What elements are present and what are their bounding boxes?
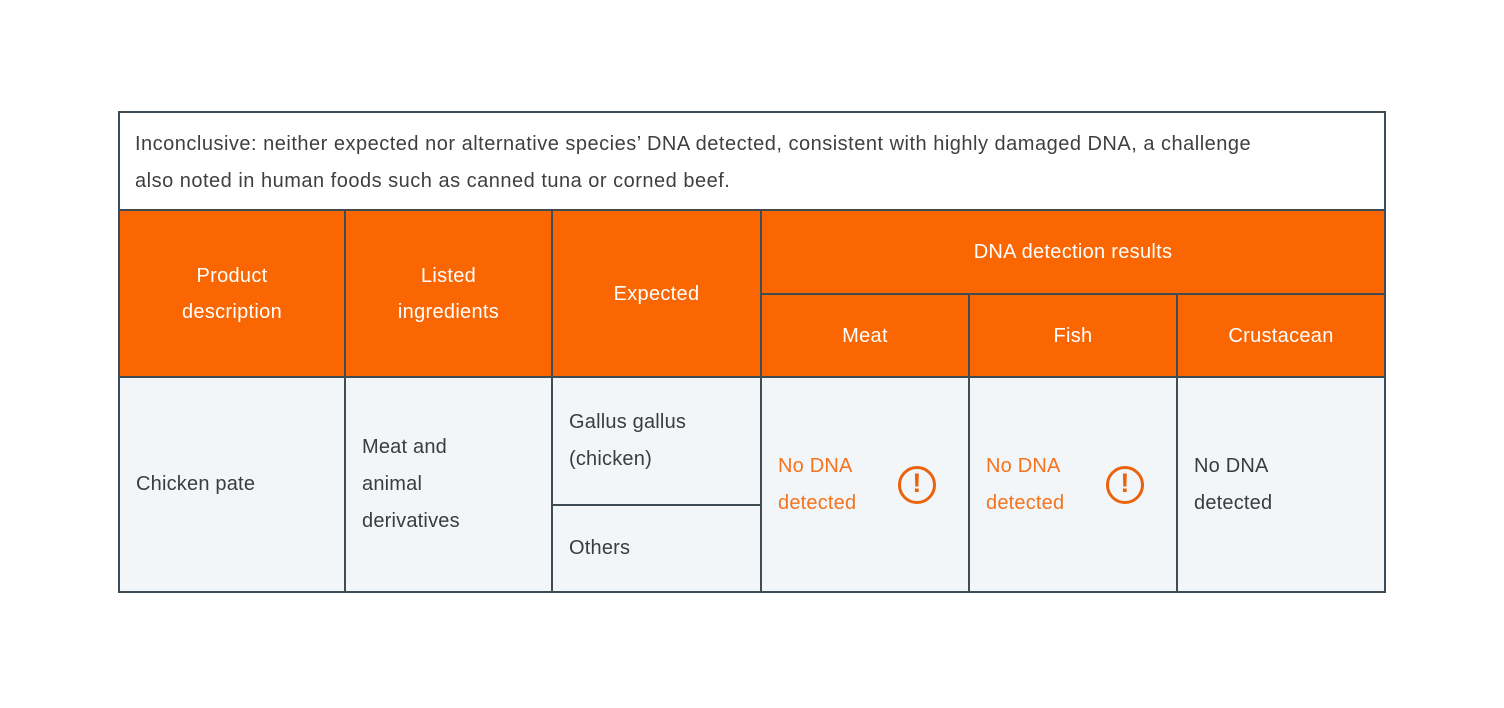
- dna-results-table: Product description Listed ingredients E…: [118, 211, 1386, 593]
- col-header-listed-ingredients-label: Listed ingredients: [397, 264, 500, 323]
- report-sheet: Inconclusive: neither expected nor alter…: [118, 111, 1386, 593]
- expected-others-subcell: Others: [553, 506, 760, 591]
- col-header-product-description: Product description: [120, 211, 344, 376]
- exclamation-glyph: !: [912, 468, 922, 498]
- col-group-header-dna-detection-results: DNA detection results: [762, 211, 1384, 293]
- col-header-crustacean-label: Crustacean: [1228, 324, 1334, 347]
- cell-expected: Gallus gallus (chicken) Others: [553, 378, 760, 591]
- expected-species-subcell: Gallus gallus (chicken): [553, 378, 760, 506]
- result-meat-value: No DNA detected: [778, 454, 857, 514]
- cell-result-meat: No DNA detected !: [762, 378, 968, 591]
- note-box: Inconclusive: neither expected nor alter…: [118, 111, 1386, 211]
- expected-others-value: Others: [569, 537, 631, 559]
- col-header-meat-label: Meat: [842, 324, 888, 347]
- listed-ingredients-value: Meat and animal derivatives: [362, 436, 460, 532]
- exclamation-glyph: !: [1120, 468, 1130, 498]
- col-header-crustacean: Crustacean: [1178, 295, 1384, 376]
- result-crustacean-value: No DNA detected: [1194, 454, 1273, 514]
- col-group-header-dna-detection-results-label: DNA detection results: [973, 241, 1173, 263]
- cell-result-fish: No DNA detected !: [970, 378, 1176, 591]
- col-header-fish: Fish: [970, 295, 1176, 376]
- col-header-product-description-label: Product description: [181, 264, 283, 323]
- exclamation-circle-icon: !: [1106, 465, 1144, 504]
- col-header-fish-label: Fish: [1053, 324, 1093, 347]
- col-header-meat: Meat: [762, 295, 968, 376]
- col-header-listed-ingredients: Listed ingredients: [346, 211, 551, 376]
- result-fish-value: No DNA detected: [986, 454, 1065, 514]
- expected-species-value: Gallus gallus (chicken): [569, 411, 687, 470]
- note-text: Inconclusive: neither expected nor alter…: [135, 133, 1252, 192]
- col-header-expected-label: Expected: [613, 282, 700, 305]
- product-description-value: Chicken pate: [136, 473, 256, 495]
- cell-result-crustacean: No DNA detected: [1178, 378, 1384, 591]
- cell-listed-ingredients: Meat and animal derivatives: [346, 378, 551, 591]
- cell-product-description: Chicken pate: [120, 378, 344, 591]
- col-header-expected: Expected: [553, 211, 760, 376]
- exclamation-circle-icon: !: [898, 465, 936, 504]
